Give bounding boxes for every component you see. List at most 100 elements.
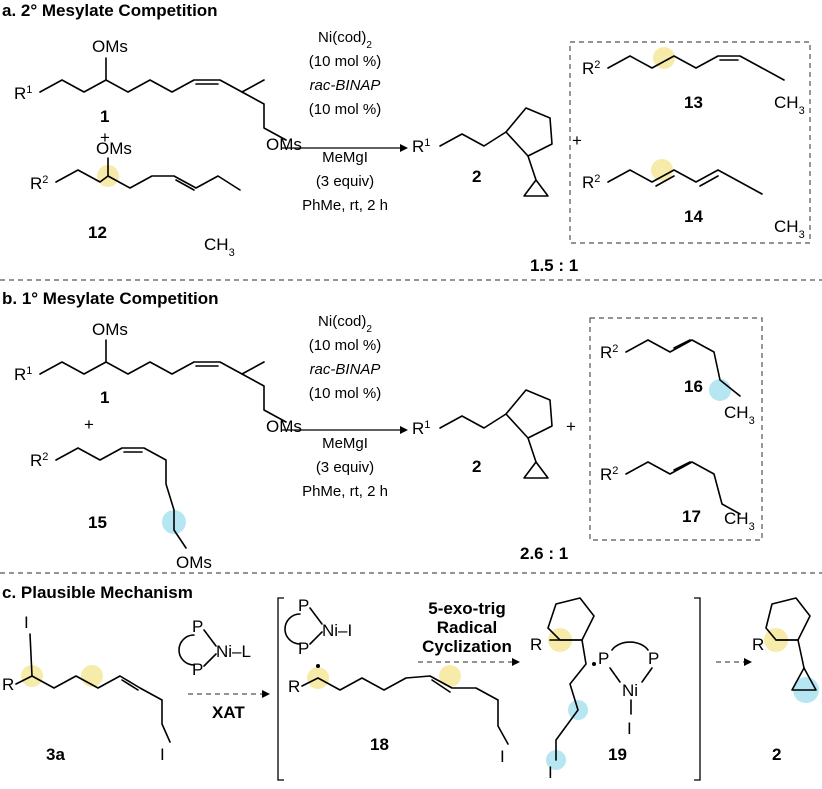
condition-reagent: MeMgI: [322, 435, 368, 452]
r-label: R: [752, 635, 764, 654]
condition-solvent: PhMe, rt, 2 h: [302, 197, 388, 214]
compound-13-structure: R2 CH3 13: [582, 47, 805, 117]
compound-3a-label: 3a: [46, 745, 65, 764]
r2-label: R2: [30, 451, 48, 470]
ch3-label: CH3: [724, 403, 755, 427]
condition-equiv: (3 equiv): [316, 173, 374, 190]
condition-reagent: MeMgI: [322, 149, 368, 166]
byproduct-box-b: [589, 317, 763, 541]
byproduct-box-a: [569, 41, 811, 244]
phosphorus-label: P: [298, 639, 309, 658]
phosphorus-label: P: [598, 649, 609, 668]
condition-loading: (10 mol %): [309, 385, 382, 402]
r1-label: R1: [412, 137, 430, 156]
ch3-label: CH3: [204, 235, 235, 259]
xat-label: XAT: [212, 703, 245, 722]
phosphorus-label: P: [192, 617, 203, 636]
r1-label: R1: [14, 84, 32, 103]
ni-i-label: Ni–I: [322, 621, 352, 640]
r2-label: R2: [600, 343, 618, 362]
intermediate-18-structure: P P Ni–I R I 18: [284, 596, 509, 766]
compound-15-structure: R2 OMs 15: [30, 447, 212, 572]
plus-sign: +: [100, 128, 110, 147]
r-label: R: [288, 677, 300, 696]
compound-18-label: 18: [370, 735, 389, 754]
conditions-a: Ni(cod)2 (10 mol %) rac-BINAP (10 mol %)…: [282, 29, 408, 214]
compound-17-structure: R2 CH3 17: [600, 461, 755, 533]
r1-label: R1: [14, 365, 32, 384]
plus-sign: +: [84, 415, 94, 434]
condition-ligand: rac-BINAP: [310, 361, 381, 378]
compound-1-label: 1: [100, 107, 109, 126]
compound-17-label: 17: [682, 507, 701, 526]
ni-l-catalyst: P P Ni–L: [178, 617, 251, 679]
plus-sign: +: [572, 131, 582, 150]
ni-label: Ni: [622, 681, 638, 700]
ch3-label: CH3: [774, 217, 805, 241]
ratio-a: 1.5 : 1: [530, 256, 578, 275]
step-label: Cyclization: [422, 637, 512, 656]
bracket-left: [277, 597, 284, 781]
ratio-b: 2.6 : 1: [520, 544, 568, 563]
oms-label: OMs: [266, 417, 302, 436]
condition-solvent: PhMe, rt, 2 h: [302, 483, 388, 500]
ni-complex-19: P P Ni I 19: [598, 641, 659, 764]
r1-label: R1: [412, 419, 430, 438]
condition-loading: (10 mol %): [309, 337, 382, 354]
condition-catalyst: Ni(cod)2: [318, 313, 372, 335]
ch3-label: CH3: [774, 93, 805, 117]
compound-12-label: 12: [88, 223, 107, 242]
compound-1-structure-a: R1 OMs OMs 1: [14, 37, 302, 154]
product-2-label: 2: [472, 457, 481, 476]
r-label: R: [2, 675, 14, 694]
iodine-label: I: [24, 613, 29, 632]
condition-loading: (10 mol %): [309, 53, 382, 70]
compound-13-label: 13: [684, 93, 703, 112]
oms-label: OMs: [92, 320, 128, 339]
r2-label: R2: [582, 173, 600, 192]
oms-label: OMs: [176, 553, 212, 572]
cyclized-radical-structure: R I: [530, 597, 596, 782]
phosphorus-label: P: [192, 660, 203, 679]
condition-catalyst: Ni(cod)2: [318, 29, 372, 51]
product-2-structure-a: R1 2: [412, 107, 553, 197]
step-label: 5-exo-trig: [428, 599, 505, 618]
compound-19-label: 19: [608, 745, 627, 764]
bracket-right: [694, 597, 701, 781]
compound-1-structure-b: R1 OMs OMs 1: [14, 320, 302, 436]
plus-sign: +: [566, 417, 576, 436]
condition-ligand: rac-BINAP: [310, 77, 381, 94]
r-label: R: [530, 635, 542, 654]
iodine-label: I: [548, 763, 553, 782]
r2-label: R2: [600, 465, 618, 484]
product-2-structure-b: R1 2: [412, 389, 553, 479]
ni-l-label: Ni–L: [216, 642, 251, 661]
r2-label: R2: [30, 174, 48, 193]
compound-16-structure: R2 CH3 16: [600, 339, 755, 427]
product-2-label: 2: [772, 745, 781, 764]
compound-12-structure: R2 OMs CH3 12: [30, 139, 241, 259]
compound-14-label: 14: [684, 207, 703, 226]
r2-label: R2: [582, 59, 600, 78]
compound-14-structure: R2 CH3 14: [582, 159, 805, 241]
iodine-label: I: [500, 747, 505, 766]
product-2-label: 2: [472, 167, 481, 186]
oms-label: OMs: [96, 139, 132, 158]
product-2-structure-c: R 2: [752, 597, 819, 764]
iodine-label: I: [160, 745, 165, 764]
oms-label: OMs: [266, 135, 302, 154]
condition-equiv: (3 equiv): [316, 459, 374, 476]
section-c-title: c. Plausible Mechanism: [2, 583, 193, 602]
ch3-label: CH3: [724, 509, 755, 533]
compound-16-label: 16: [684, 377, 703, 396]
step-label: Radical: [437, 618, 497, 637]
phosphorus-label: P: [298, 596, 309, 615]
section-a-title: a. 2° Mesylate Competition: [2, 1, 218, 20]
compound-1-label: 1: [100, 388, 109, 407]
compound-15-label: 15: [88, 513, 107, 532]
condition-loading: (10 mol %): [309, 101, 382, 118]
oms-label: OMs: [92, 37, 128, 56]
compound-3a-structure: R I I 3a: [2, 613, 171, 764]
